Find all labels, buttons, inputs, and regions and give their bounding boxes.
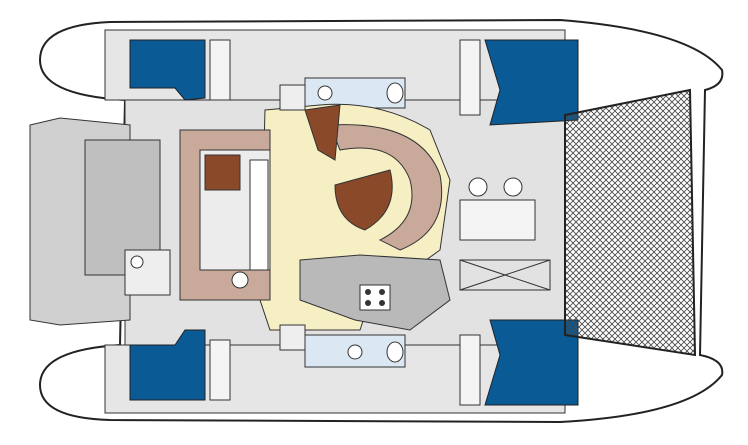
cabin-port-aft	[129, 39, 206, 101]
companionway-steps	[279, 324, 306, 351]
berth	[459, 334, 481, 406]
cabin-stbd-aft	[129, 329, 206, 401]
berth	[209, 39, 231, 101]
toilet-icon	[386, 341, 404, 363]
sink-icon	[347, 344, 363, 360]
hatch-icon	[503, 177, 523, 197]
dinette-table	[334, 169, 393, 231]
forward-locker	[459, 199, 536, 241]
burner-icon	[379, 300, 385, 306]
sink-icon	[231, 271, 249, 289]
burner-icon	[365, 300, 371, 306]
nav-desk	[304, 104, 341, 161]
sink-icon	[317, 85, 333, 101]
anchor-locker	[459, 259, 551, 291]
trampoline-net	[564, 88, 697, 357]
dinette-seat	[329, 124, 443, 251]
companionway-steps	[279, 84, 306, 111]
burner-icon	[379, 289, 385, 295]
berth	[459, 39, 481, 116]
wheel-icon	[130, 255, 144, 269]
counter-extension	[249, 159, 269, 271]
cabin-port-fwd	[484, 39, 579, 126]
helm-console	[124, 249, 171, 296]
cabin-stbd-fwd	[484, 319, 579, 406]
hatch-icon	[468, 177, 488, 197]
burner-icon	[365, 289, 371, 295]
berth	[209, 339, 231, 401]
toilet-icon	[386, 82, 404, 104]
cutting-board	[204, 154, 241, 191]
stove-icon	[359, 284, 391, 311]
